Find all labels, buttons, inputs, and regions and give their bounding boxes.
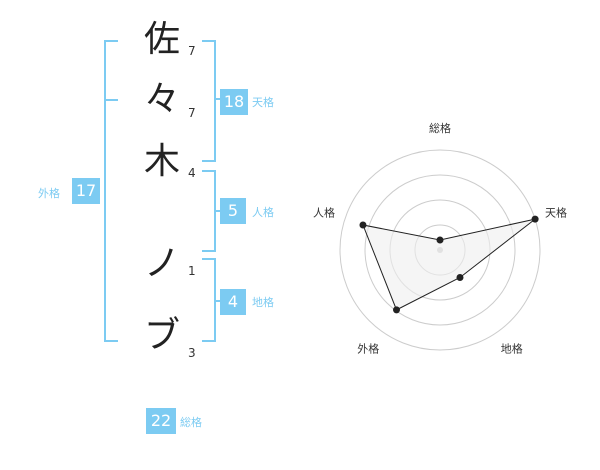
- jinkaku-bracket-tick: [214, 210, 220, 212]
- name-char-4: ノ: [143, 243, 180, 284]
- tenkaku-bracket: [202, 40, 216, 162]
- radar-polygon-group: [362, 218, 536, 311]
- radar-point-5: [359, 221, 367, 229]
- tenkaku-value-badge: 18: [220, 89, 248, 115]
- radar-polygon: [362, 218, 536, 311]
- stroke-count-4: 1: [188, 264, 196, 278]
- chikaku-value-badge: 4: [220, 289, 246, 315]
- radar-axis-label-5: 人格: [313, 205, 335, 219]
- soukaku-label: 総格: [180, 416, 202, 429]
- gaikaku-label: 外格: [38, 187, 60, 200]
- stroke-count-3: 4: [188, 166, 196, 180]
- name-char-5: ブ: [143, 315, 180, 356]
- radar-axis-label-1: 総格: [429, 121, 451, 135]
- stroke-count-1: 7: [188, 44, 196, 58]
- stroke-count-5: 3: [188, 346, 196, 360]
- name-char-3: 木: [143, 141, 180, 182]
- radar-axis-label-2: 天格: [545, 205, 567, 219]
- chikaku-label: 地格: [252, 296, 274, 309]
- radar-ring-4: [339, 149, 541, 351]
- gaikaku-bracket: [104, 40, 118, 342]
- jinkaku-value-badge: 5: [220, 198, 246, 224]
- soukaku-value-badge: 22: [146, 408, 176, 434]
- name-char-1: 佐: [143, 19, 180, 60]
- radar-point-3: [456, 274, 464, 282]
- radar-point-2: [531, 215, 539, 223]
- radar-axis-label-4: 外格: [357, 342, 379, 356]
- radar-points: [359, 215, 539, 314]
- radar-axis-label-3: 地格: [501, 342, 523, 356]
- gaikaku-value-badge: 17: [72, 178, 100, 204]
- tenkaku-label: 天格: [252, 96, 274, 109]
- radar-point-4: [393, 306, 401, 314]
- radar-ring-3: [364, 174, 516, 326]
- chikaku-bracket-tick: [214, 300, 220, 302]
- name-char-2: 々: [143, 79, 180, 120]
- stroke-count-2: 7: [188, 106, 196, 120]
- gaikaku-bracket-tick: [106, 99, 118, 101]
- radar-point-1: [436, 236, 444, 244]
- tenkaku-bracket-tick: [214, 98, 220, 100]
- jinkaku-label: 人格: [252, 206, 274, 219]
